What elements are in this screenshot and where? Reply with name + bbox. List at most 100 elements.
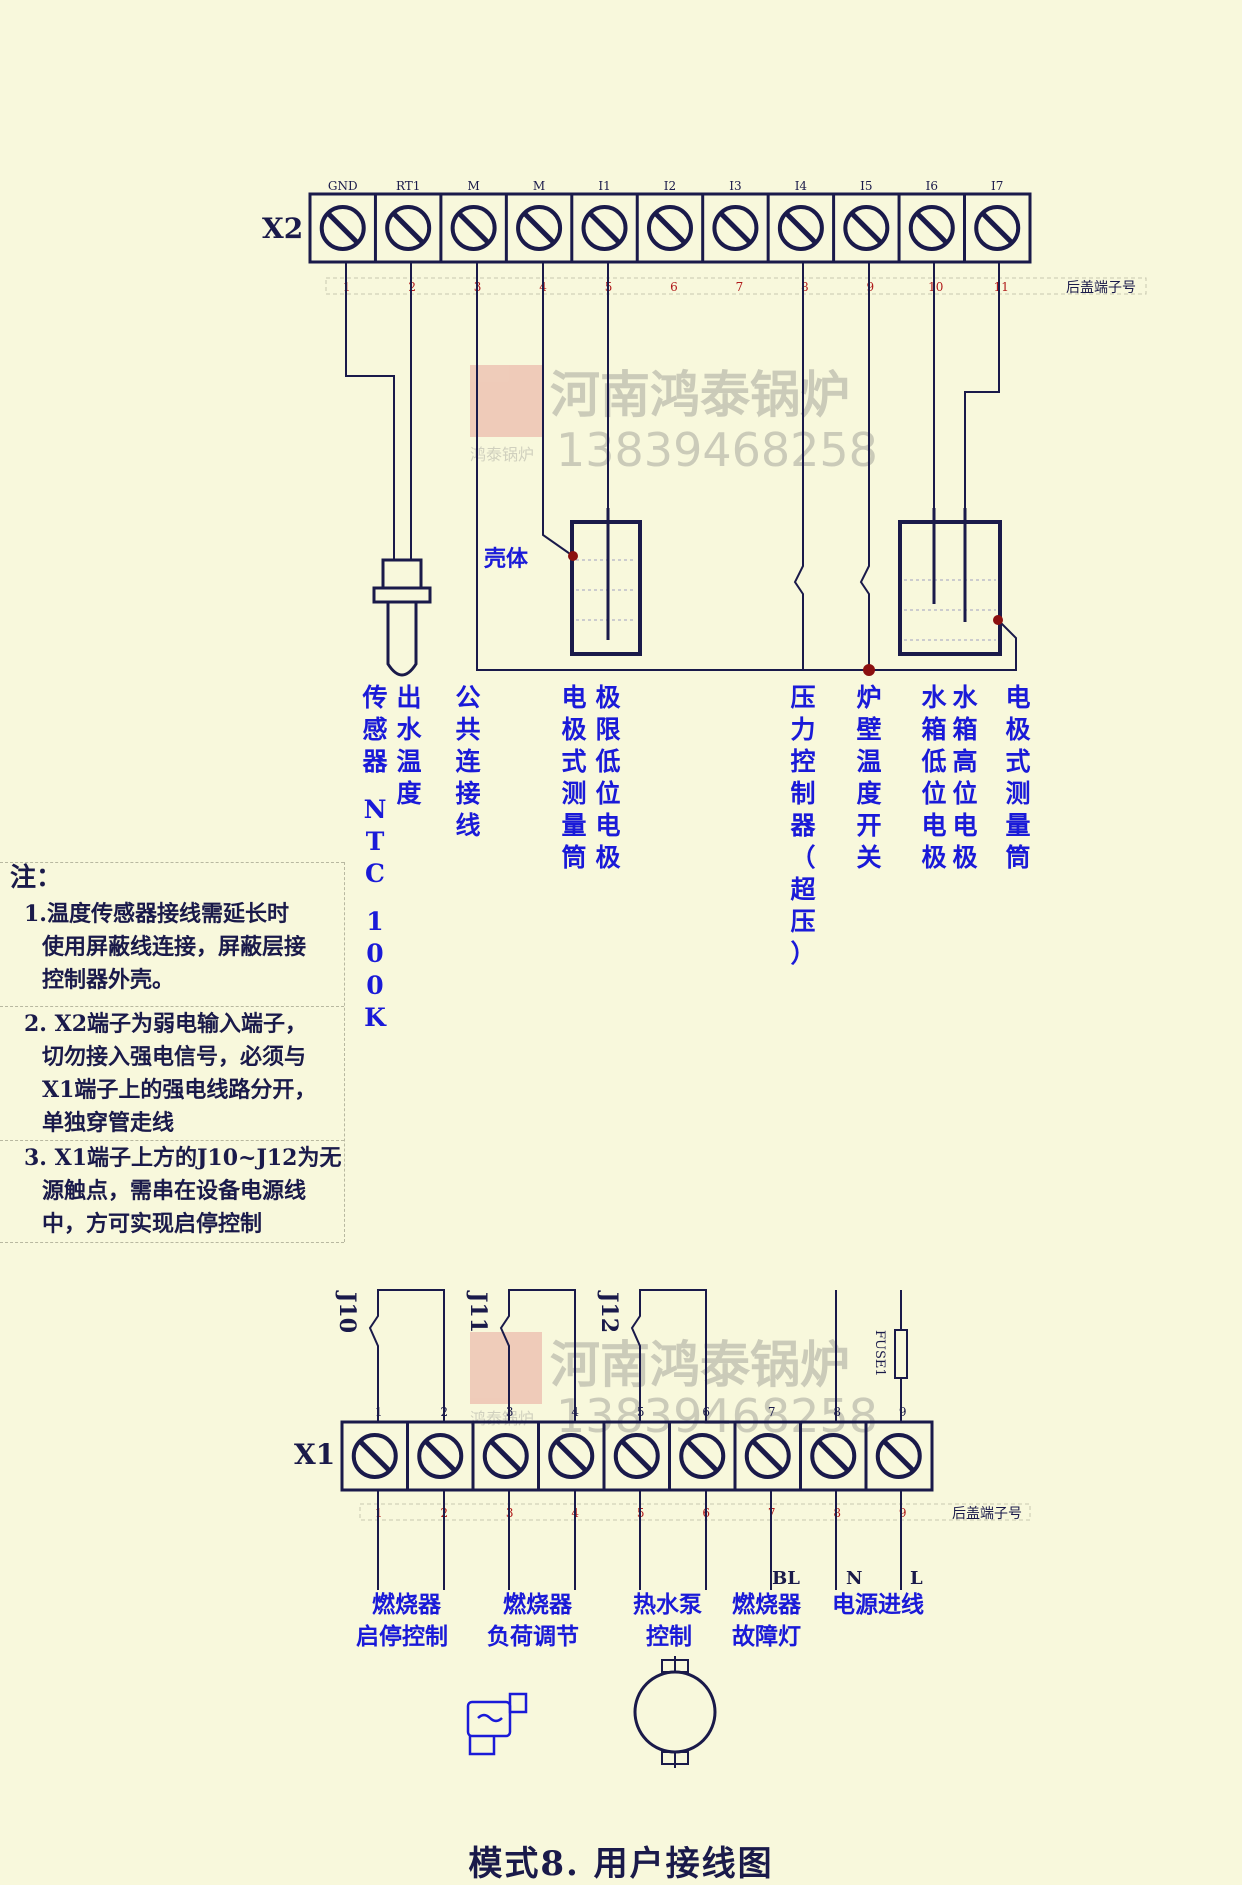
- x2-top-label: I3: [729, 179, 741, 193]
- note-line: 控制器外壳。: [42, 967, 175, 993]
- component-label: 炉壁温度开关: [856, 683, 881, 872]
- note-line: 3. X1端子上方的J10~J12为无: [24, 1145, 342, 1171]
- watermark-top: 鸿泰锅炉 河南鸿泰锅炉 13839468258: [470, 365, 878, 477]
- x2-top-label: RT1: [396, 179, 420, 193]
- watermark-logo-text: 鸿泰锅炉: [470, 1409, 534, 1428]
- wire-letter-n: N: [846, 1568, 862, 1589]
- x1-screw-icon: [548, 1433, 595, 1479]
- x2-screw-slot: [326, 212, 359, 244]
- burner-icon: [466, 1692, 528, 1756]
- tank-node: [993, 615, 1003, 625]
- x2-top-label: I5: [860, 179, 872, 193]
- x2-screw-slot: [523, 212, 555, 244]
- note-line: 使用屏蔽线连接，屏蔽层接: [42, 934, 307, 960]
- wire-letter-bl: BL: [772, 1568, 800, 1589]
- fault-label-2: 故障灯: [732, 1623, 801, 1650]
- x2-label: X2: [262, 212, 303, 245]
- x1-top-number: 9: [899, 1405, 907, 1419]
- note-line: 2. X2端子为弱电输入端子，: [24, 1011, 308, 1037]
- watermark-phone: 13839468258: [556, 423, 878, 477]
- x1-top-number: 7: [768, 1405, 776, 1419]
- x2-top-label: M: [467, 179, 479, 193]
- x1-screw-slot: [817, 1440, 850, 1472]
- watermark-logo-icon: [470, 365, 542, 437]
- x2-screw-slot: [654, 212, 686, 244]
- burner-load-label-2: 负荷调节: [487, 1623, 579, 1650]
- wire-letter-l: L: [910, 1568, 923, 1589]
- x1-rear-label: 后盖端子号: [952, 1506, 1022, 1522]
- x2-screw-slot: [719, 212, 752, 244]
- notes-heading: 注：: [10, 863, 63, 893]
- watermark-bottom: 鸿泰锅炉 河南鸿泰锅炉 13839468258: [470, 1332, 878, 1443]
- note-line: 源触点，需串在设备电源线: [42, 1178, 307, 1204]
- burner-load-label-1: 燃烧器: [503, 1591, 573, 1618]
- component-label: 水箱低位电极: [920, 683, 947, 872]
- diagram-caption: 模式8. 用户接线图: [468, 1844, 774, 1884]
- x2-screw-icon: [319, 205, 366, 251]
- common-junction: [863, 664, 875, 676]
- component-label: 出水温度: [396, 683, 422, 808]
- x1-screw-slot: [882, 1440, 915, 1472]
- relay-switch-wiring: [368, 1289, 902, 1768]
- component-label: 极限低位电极: [594, 683, 620, 872]
- notes-panel: 注： 1.温度传感器接线需延长时 使用屏蔽线连接，屏蔽层接 控制器外壳。 2. …: [0, 862, 345, 1243]
- fault-label-1: 燃烧器: [732, 1591, 802, 1618]
- note-line: 1.温度传感器接线需延长时: [24, 901, 289, 927]
- power-label: 电源进线: [832, 1591, 924, 1618]
- watermark-phone: 13839468258: [556, 1389, 878, 1443]
- x2-terminal-number: 11: [994, 280, 1009, 294]
- component-label: 电极式测量筒: [1005, 683, 1030, 872]
- x1-screw-icon: [875, 1433, 922, 1479]
- x2-screw-slot: [457, 212, 490, 244]
- x2-terminal-number: 7: [736, 280, 744, 294]
- x2-top-label: GND: [328, 179, 358, 193]
- x2-terminal-number: 2: [408, 280, 416, 294]
- note-item-3: 3. X1端子上方的J10~J12为无 源触点，需串在设备电源线 中，方可实现启…: [24, 1142, 342, 1241]
- ntc-sensor-icon: [372, 558, 432, 677]
- x1-screw-slot: [489, 1440, 522, 1472]
- fuse-label: FUSE1: [872, 1330, 887, 1377]
- x2-top-label: I1: [598, 179, 610, 193]
- x2-terminal-block: [308, 192, 1032, 264]
- pump-motor-icon: [633, 1659, 717, 1765]
- x2-terminal-number: 10: [928, 280, 943, 294]
- shell-node: [568, 551, 578, 561]
- note-line: X1端子上的强电线路分开，: [42, 1077, 317, 1103]
- x2-screw-icon: [908, 205, 955, 251]
- x2-top-label: M: [533, 179, 545, 193]
- x1-screw-slot: [620, 1440, 653, 1472]
- x1-screw-slot: [358, 1440, 391, 1472]
- x2-screw-icon: [712, 205, 759, 251]
- x1-screw-icon: [351, 1433, 398, 1479]
- note-line: 中，方可实现启停控制: [42, 1211, 263, 1237]
- x1-top-number: 8: [833, 1405, 841, 1419]
- x1-rear-strip: [359, 1503, 1031, 1521]
- x2-terminal-number: 6: [670, 280, 678, 294]
- watermark-logo-icon: [470, 1332, 542, 1404]
- x2-screw-slot: [785, 212, 817, 244]
- x2-top-label: I6: [926, 179, 938, 193]
- x2-screw-slot: [916, 212, 948, 244]
- burner-ctrl-label-2: 启停控制: [356, 1623, 448, 1650]
- note-item-2: 2. X2端子为弱电输入端子， 切勿接入强电信号，必须与 X1端子上的强电线路分…: [24, 1008, 334, 1140]
- x2-terminal-number: 9: [867, 280, 875, 294]
- burner-ctrl-label-1: 燃烧器: [372, 1591, 442, 1618]
- x2-screw-slot: [981, 212, 1013, 244]
- watermark-company: 河南鸿泰锅炉: [550, 366, 850, 424]
- x2-top-label: I2: [664, 179, 676, 193]
- x1-screw-icon: [810, 1433, 857, 1479]
- tank-cylinder-water: [904, 579, 996, 641]
- note-line: 切勿接入强电信号，必须与: [42, 1044, 307, 1070]
- pump-label-2: 控制: [646, 1623, 692, 1650]
- x1-screw-slot: [424, 1440, 457, 1472]
- x1-screw-icon: [417, 1433, 464, 1479]
- x1-screw-slot: [751, 1440, 784, 1472]
- note-line: 单独穿管走线: [42, 1110, 175, 1136]
- note-item-1: 1.温度传感器接线需延长时 使用屏蔽线连接，屏蔽层接 控制器外壳。: [24, 898, 334, 997]
- x2-screw-icon: [646, 205, 693, 251]
- relay-switch-label: J11: [465, 1290, 491, 1333]
- component-label: 电极式测量筒: [561, 683, 586, 872]
- x1-screw-icon: [613, 1433, 660, 1479]
- x1-label: X1: [294, 1438, 335, 1471]
- shell-label: 壳体: [483, 546, 529, 572]
